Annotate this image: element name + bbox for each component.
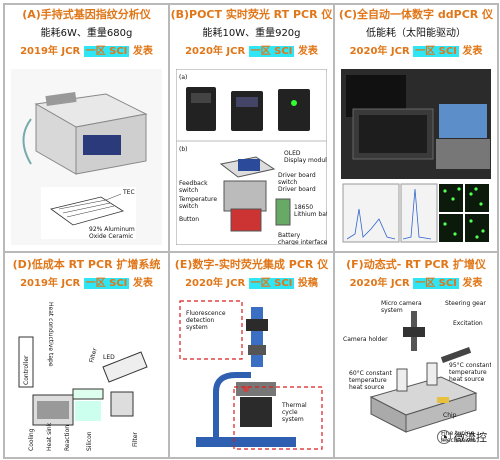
wechat-icon: ◔ xyxy=(437,430,451,444)
panel-e: (E)数字-实时荧光集成 PCR 仪 2020年 JCR 一区 SCI 投稿 F… xyxy=(169,252,334,458)
sub-a-label: (a) xyxy=(179,74,187,81)
led-label: LED xyxy=(103,354,115,361)
panel-a-zone-highlight: 一区 SCI xyxy=(83,46,130,57)
panel-a-specs: 能耗6W、重量680g xyxy=(40,28,133,39)
panel-f: (F)动态式- RT PCR 扩增仪 2020年 JCR 一区 SCI 发表 M… xyxy=(334,252,498,458)
panel-d-journal: 2019年 JCR 一区 SCI 发表 xyxy=(20,278,153,289)
panel-f-zone-highlight: 一区 SCI xyxy=(413,278,459,289)
cooling-label: Cooling xyxy=(28,428,35,451)
panel-b-title: (B)POCT 实时荧光 RT PCR 仪 xyxy=(170,8,333,21)
panel-b-journal: 2020年 JCR 一区 SCI 发表 xyxy=(185,46,318,57)
panel-e-title: (E)数字-实时荧光集成 PCR 仪 xyxy=(174,258,329,271)
figure-grid: (A)手持式基因指纹分析仪 能耗6W、重量680g 2019年 JCR 一区 S… xyxy=(3,3,499,459)
conductive-label: Heat conductive tape xyxy=(47,302,54,367)
panel-d: (D)低成本 RT PCR 扩增系统 2019年 JCR 一区 SCI 发表 C… xyxy=(4,252,169,458)
reaction-label: Reaction xyxy=(64,425,71,451)
watermark: ◔ 微流控 xyxy=(437,429,487,445)
button-label: Button xyxy=(179,216,199,223)
panel-d-diagram: Controller Heat conductive tape Filter L… xyxy=(11,297,162,453)
panel-c-zone-highlight: 一区 SCI xyxy=(413,46,459,57)
excitation-label: Excitation xyxy=(453,320,483,327)
heat-sink-label: Heat sink xyxy=(46,422,53,451)
panel-b-zone-highlight: 一区 SCI xyxy=(248,46,295,57)
panel-a: (A)手持式基因指纹分析仪 能耗6W、重量680g 2019年 JCR 一区 S… xyxy=(4,4,169,252)
driver-board-label: Driver board xyxy=(278,186,316,193)
panel-a-title: (A)手持式基因指纹分析仪 xyxy=(22,8,151,21)
silicon-label: Silicon xyxy=(86,431,93,451)
filter1-label: Filter xyxy=(88,347,99,364)
panel-b: (B)POCT 实时荧光 RT PCR 仪 能耗10W、重量920g 2020年… xyxy=(169,4,334,252)
panel-c-specs: 低能耗（太阳能驱动） xyxy=(366,28,466,39)
panel-d-zone-highlight: 一区 SCI xyxy=(83,278,130,289)
steering-label: Steering gear xyxy=(445,300,486,307)
panel-e-journal: 2020年 JCR 一区 SCI 投稿 xyxy=(185,278,318,289)
panel-c-journal: 2020年 JCR 一区 SCI 发表 xyxy=(349,46,483,57)
sub-b-label: (b) xyxy=(179,146,188,153)
panel-d-title: (D)低成本 RT PCR 扩增系统 xyxy=(12,258,161,271)
panel-e-zone-highlight: 一区 SCI xyxy=(248,278,295,289)
chip-label: Chip xyxy=(443,412,457,419)
panel-b-specs: 能耗10W、重量920g xyxy=(202,28,301,39)
panel-f-title: (F)动态式- RT PCR 扩增仪 xyxy=(346,258,486,271)
tec-label: TEC xyxy=(122,189,135,196)
controller-label: Controller xyxy=(23,355,30,385)
panel-c-photo xyxy=(341,69,491,245)
camera-holder-label: Camera holder xyxy=(343,336,388,343)
filter2-label: Filter xyxy=(132,432,139,447)
panel-c-title: (C)全自动一体数字 ddPCR 仪 xyxy=(338,8,494,21)
panel-c: (C)全自动一体数字 ddPCR 仪 低能耗（太阳能驱动） 2020年 JCR … xyxy=(334,4,498,252)
panel-f-journal: 2020年 JCR 一区 SCI 发表 xyxy=(349,278,483,289)
panel-a-journal: 2019年 JCR 一区 SCI 发表 xyxy=(20,46,153,57)
